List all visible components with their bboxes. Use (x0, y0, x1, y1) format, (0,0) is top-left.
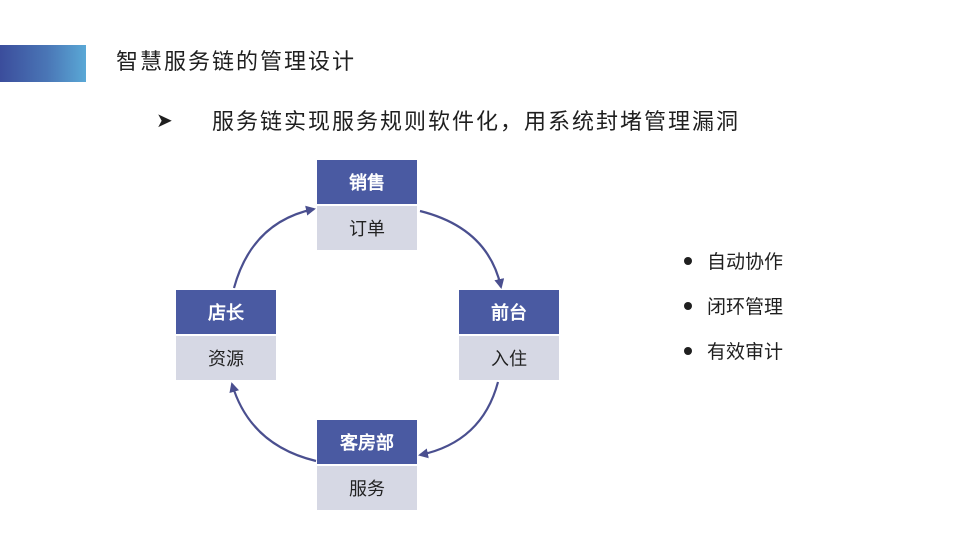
arrow-house-to-store (229, 382, 317, 463)
node-housekeeping-body: 服务 (317, 466, 417, 510)
arrow-sales-to-front (419, 209, 505, 289)
node-store-manager: 店长 资源 (176, 290, 276, 380)
feature-list: 自动协作 闭环管理 有效审计 (684, 238, 783, 373)
list-item-label: 自动协作 (707, 251, 784, 273)
node-store-manager-head: 店长 (176, 290, 276, 334)
bullet-dot-icon (684, 301, 692, 310)
list-item: 自动协作 (684, 238, 783, 283)
list-item-label: 闭环管理 (707, 296, 784, 318)
slide-title: 智慧服务链的管理设计 (116, 50, 357, 75)
node-sales-head: 销售 (317, 160, 417, 204)
arrow-bullet-icon: ➤ (156, 108, 173, 132)
bullet-dot-icon (684, 256, 692, 265)
list-item: 有效审计 (684, 328, 783, 373)
node-housekeeping: 客房部 服务 (317, 420, 417, 510)
node-front-desk-head: 前台 (459, 290, 559, 334)
node-housekeeping-head: 客房部 (317, 420, 417, 464)
node-sales-body: 订单 (317, 206, 417, 250)
subtitle: ➤ 服务链实现服务规则软件化，用系统封堵管理漏洞 (156, 104, 740, 136)
title-accent-bar (0, 45, 86, 82)
list-item: 闭环管理 (684, 283, 783, 328)
node-sales: 销售 订单 (317, 160, 417, 250)
subtitle-text: 服务链实现服务规则软件化，用系统封堵管理漏洞 (212, 110, 741, 135)
arrow-front-to-house (418, 381, 500, 459)
node-store-manager-body: 资源 (176, 336, 276, 380)
node-front-desk-body: 入住 (459, 336, 559, 380)
arrow-store-to-sales (232, 205, 316, 289)
list-item-label: 有效审计 (707, 341, 784, 363)
node-front-desk: 前台 入住 (459, 290, 559, 380)
bullet-dot-icon (684, 346, 692, 355)
